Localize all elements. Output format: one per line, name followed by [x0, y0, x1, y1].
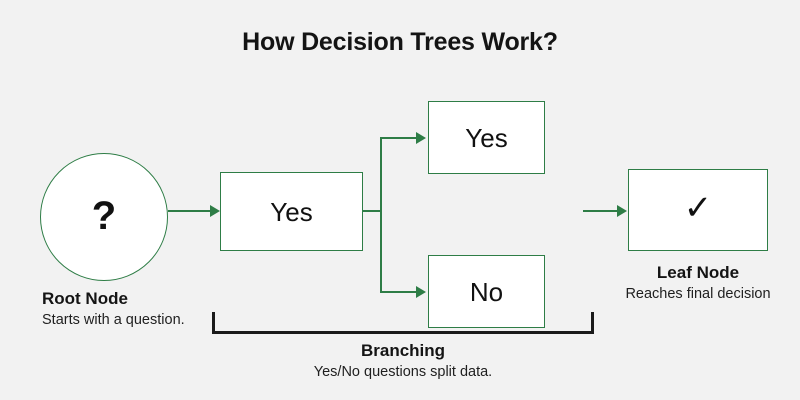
arrowhead-split-to-yes-icon	[416, 131, 426, 144]
caption-branching: Branching Yes/No questions split data.	[213, 340, 593, 382]
node-branch-no-label: No	[469, 276, 504, 307]
connector-split-to-yes	[380, 137, 418, 140]
caption-leaf-subtitle: Reaches final decision	[625, 286, 771, 303]
caption-root-title: Root Node	[42, 289, 128, 308]
arrowhead-to-leaf-icon	[617, 204, 627, 217]
connector-split-vertical	[380, 139, 383, 293]
caption-root-subtitle: Starts with a question.	[42, 312, 185, 329]
node-branch-yes-label: Yes	[465, 122, 508, 153]
caption-branching-title: Branching	[360, 341, 446, 360]
caption-leaf-title: Leaf Node	[656, 263, 740, 282]
connector-to-leaf	[583, 210, 619, 213]
node-leaf: ✓	[628, 169, 768, 251]
question-mark-icon: ?	[91, 194, 117, 238]
connector-root-to-center	[168, 210, 212, 213]
arrowhead-root-to-center-icon	[210, 204, 220, 217]
caption-root-node: Root Node Starts with a question.	[22, 288, 186, 330]
caption-leaf-node: Leaf Node Reaches final decision	[608, 262, 788, 304]
node-root: ?	[40, 153, 168, 281]
node-branch-no: No	[428, 255, 545, 328]
connector-split-to-no	[380, 291, 418, 294]
node-center-label: Yes	[270, 196, 313, 227]
connector-center-stub	[363, 210, 382, 213]
arrowhead-split-to-no-icon	[416, 285, 426, 298]
node-branch-yes: Yes	[428, 101, 545, 174]
branching-bracket	[212, 312, 594, 334]
caption-branching-subtitle: Yes/No questions split data.	[313, 364, 493, 381]
page-title: How Decision Trees Work?	[242, 28, 558, 56]
node-center-yes: Yes	[220, 172, 363, 251]
checkmark-icon: ✓	[683, 189, 713, 227]
